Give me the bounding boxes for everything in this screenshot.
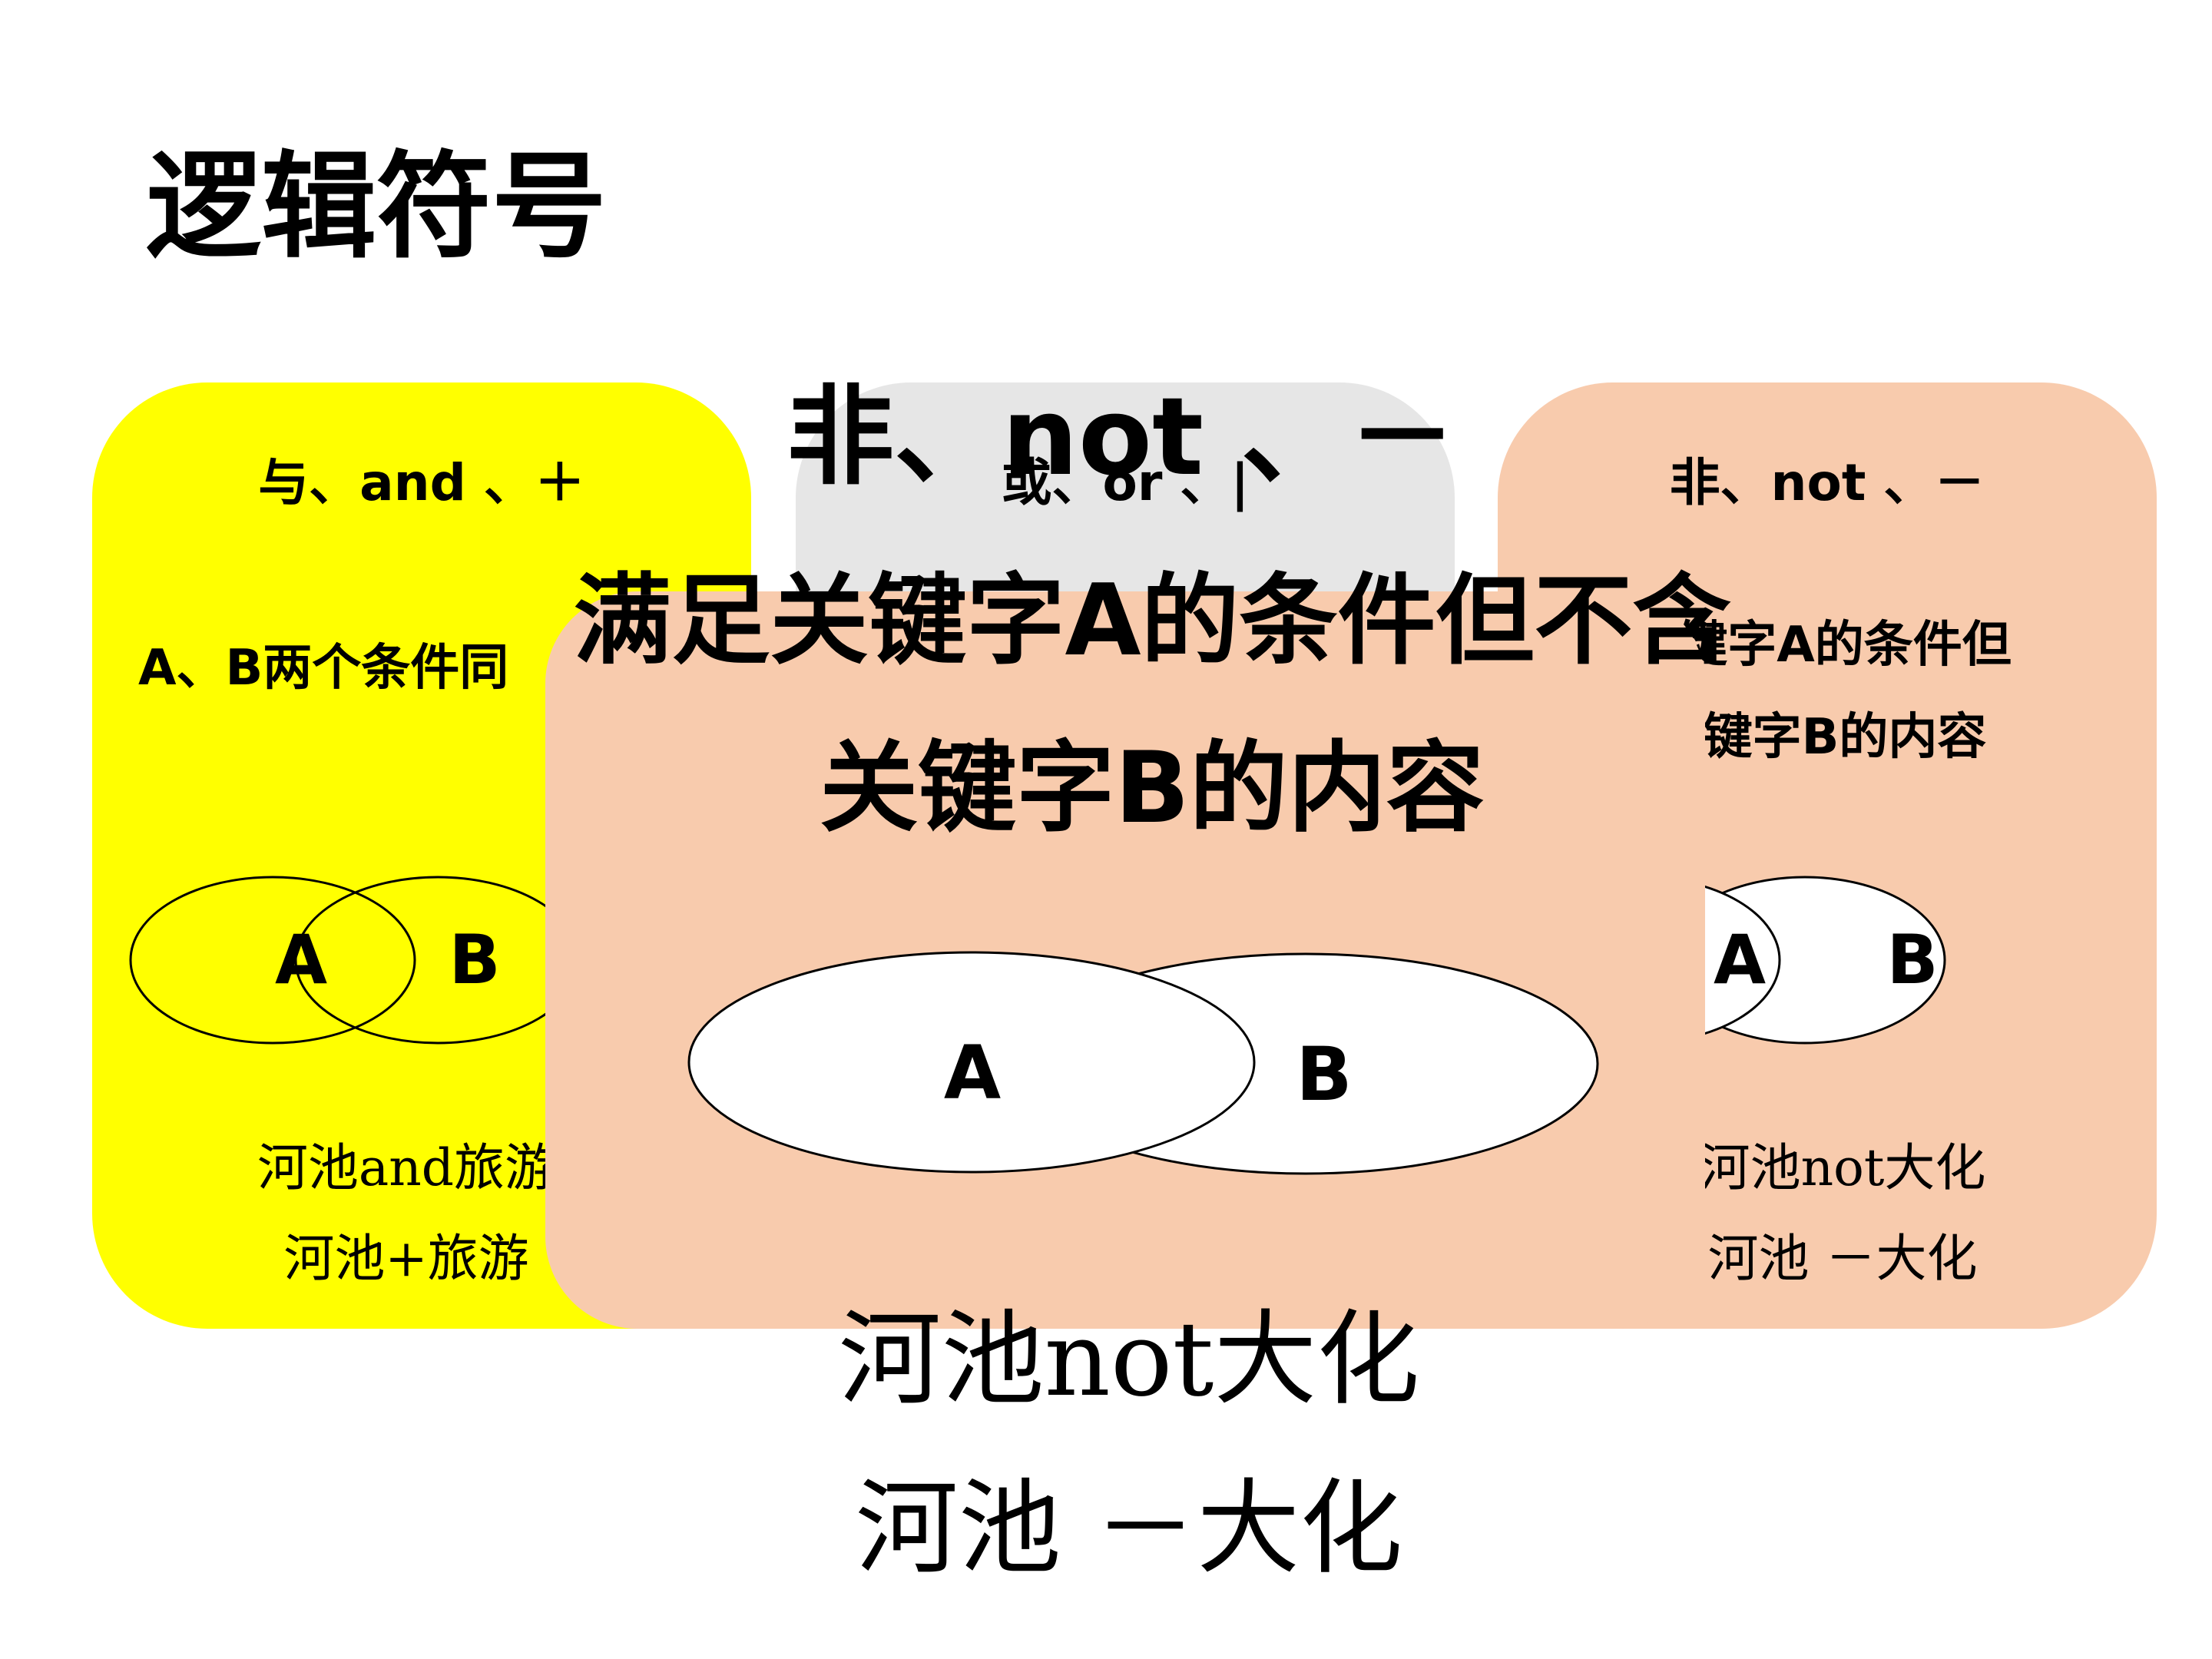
venn-label-a: A bbox=[275, 920, 327, 999]
zoom-examples: 河池not大化 河池 －大化 bbox=[783, 1275, 1475, 1613]
venn-circle-b bbox=[294, 876, 581, 1045]
card-not-heading: 非、not 、－ bbox=[1669, 453, 1985, 512]
venn-label-b: B bbox=[1296, 1031, 1352, 1118]
card-not-example-line: 河池not大化 bbox=[1699, 1138, 1986, 1197]
card-and-example-line: 河池and旅游 bbox=[257, 1138, 556, 1197]
card-and-description-line: A、B两个条件同 bbox=[138, 640, 509, 697]
venn-circle-a bbox=[687, 951, 1256, 1174]
card-not-examples: 河池not大化 河池 －大化 bbox=[1528, 1123, 2157, 1304]
venn-label-b: B bbox=[1886, 920, 1938, 999]
venn-label-a: A bbox=[1714, 920, 1766, 999]
zoom-description-line: 满足关键字A的条件但不含 bbox=[573, 564, 1731, 678]
card-and-venn-diagram: A B bbox=[129, 876, 581, 1045]
zoom-description: 满足关键字A的条件但不含 关键字B的内容 bbox=[415, 538, 1889, 873]
card-not-description-line: 关键字B的内容 bbox=[1654, 709, 1987, 766]
venn-label-b: B bbox=[449, 920, 500, 999]
card-or-heading: 或、or 、| bbox=[1001, 453, 1250, 512]
zoom-description-line: 关键字B的内容 bbox=[820, 731, 1485, 846]
zoom-card: A B bbox=[545, 591, 1705, 1329]
slide-title: 逻辑符号 bbox=[146, 141, 608, 274]
card-not-example-line: 河池 －大化 bbox=[1707, 1229, 1978, 1288]
zoom-heading: 非、not 、－ bbox=[786, 375, 1456, 500]
zoom-example-line: 河池not大化 bbox=[838, 1300, 1420, 1419]
venn-label-a: A bbox=[944, 1030, 1001, 1116]
card-and-example-line: 河池+旅游 bbox=[283, 1229, 529, 1288]
zoom-venn-diagram: A B bbox=[687, 951, 1599, 1175]
card-and-heading: 与、and 、＋ bbox=[258, 453, 585, 512]
venn-circle-a bbox=[129, 876, 416, 1045]
card-and-examples: 河池and旅游 河池+旅游 bbox=[92, 1123, 751, 1304]
zoom-example-line: 河池 －大化 bbox=[855, 1469, 1403, 1588]
card-and-description: A、B两个条件同 bbox=[138, 622, 508, 714]
